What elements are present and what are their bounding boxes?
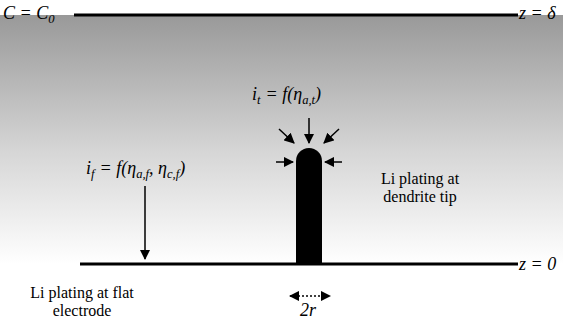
math-label: it = f(ηa,t) bbox=[252, 84, 321, 107]
math-label: if = f(ηa,f, ηc,f) bbox=[86, 158, 185, 181]
label-text: Li plating at dendrite tip bbox=[381, 170, 459, 205]
concentration-field bbox=[0, 15, 563, 264]
flux-arrows bbox=[145, 118, 342, 259]
dimension-arrow bbox=[290, 295, 330, 297]
subscript-text: f bbox=[91, 167, 95, 181]
math-label: z = 0 bbox=[519, 254, 556, 275]
subscript-text: a,f bbox=[136, 167, 149, 181]
subscript-text: c,f bbox=[167, 167, 179, 181]
label-text: = f(η bbox=[266, 84, 303, 104]
subscript-text: 0 bbox=[48, 12, 54, 26]
label-text: 2r bbox=[300, 300, 316, 320]
label-text: C = C bbox=[3, 3, 48, 23]
label-text: , η bbox=[149, 158, 167, 178]
label-text: ) bbox=[179, 158, 185, 178]
subscript-text: a,t bbox=[302, 93, 315, 107]
math-label: z = δ bbox=[519, 3, 556, 24]
label-text: Li plating at flat electrode bbox=[30, 284, 134, 319]
math-label: 2r bbox=[300, 300, 316, 321]
boundary-line bbox=[74, 14, 518, 17]
label-text: i bbox=[252, 84, 257, 104]
caption-label: Li plating at dendrite tip bbox=[368, 170, 472, 207]
subscript-text: t bbox=[257, 93, 261, 107]
dendrite bbox=[296, 148, 322, 264]
label-text: z = δ bbox=[519, 3, 556, 23]
caption-label: Li plating at flat electrode bbox=[6, 284, 158, 321]
label-text: i bbox=[86, 158, 91, 178]
math-label: C = C0 bbox=[3, 3, 54, 26]
label-text: z = 0 bbox=[519, 254, 556, 274]
label-text: ) bbox=[315, 84, 321, 104]
label-text: = f(η bbox=[100, 158, 137, 178]
